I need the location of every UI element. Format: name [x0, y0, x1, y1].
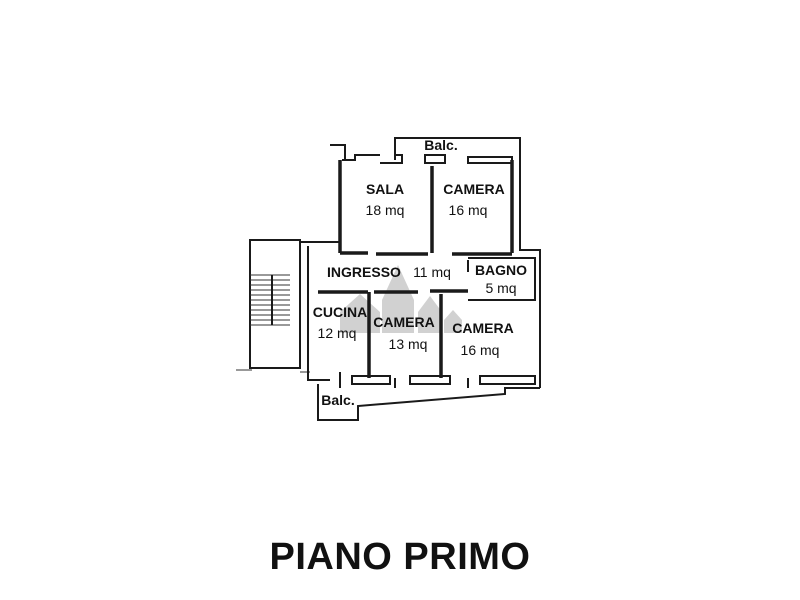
room-name: CAMERA	[443, 181, 504, 197]
room-area: 16 mq	[461, 342, 500, 358]
room-area: 12 mq	[318, 325, 357, 341]
room-area: 5 mq	[485, 280, 516, 296]
stairwell	[236, 239, 310, 373]
room-area: 18 mq	[366, 202, 405, 218]
balcony-label-bottom: Balc.	[321, 392, 354, 408]
room-name: CUCINA	[313, 304, 367, 320]
balcony-label-top: Balc.	[424, 137, 457, 153]
lower-block	[300, 241, 540, 421]
room-name: INGRESSO	[327, 264, 401, 280]
upper-block	[330, 137, 541, 388]
room-name: CAMERA	[373, 314, 434, 330]
room-area: 16 mq	[449, 202, 488, 218]
room-name: BAGNO	[475, 262, 527, 278]
room-area: 13 mq	[389, 336, 428, 352]
room-name: SALA	[366, 181, 404, 197]
room-area: 11 mq	[413, 264, 451, 280]
room-name: CAMERA	[452, 320, 513, 336]
floor-title: PIANO PRIMO	[269, 536, 531, 578]
